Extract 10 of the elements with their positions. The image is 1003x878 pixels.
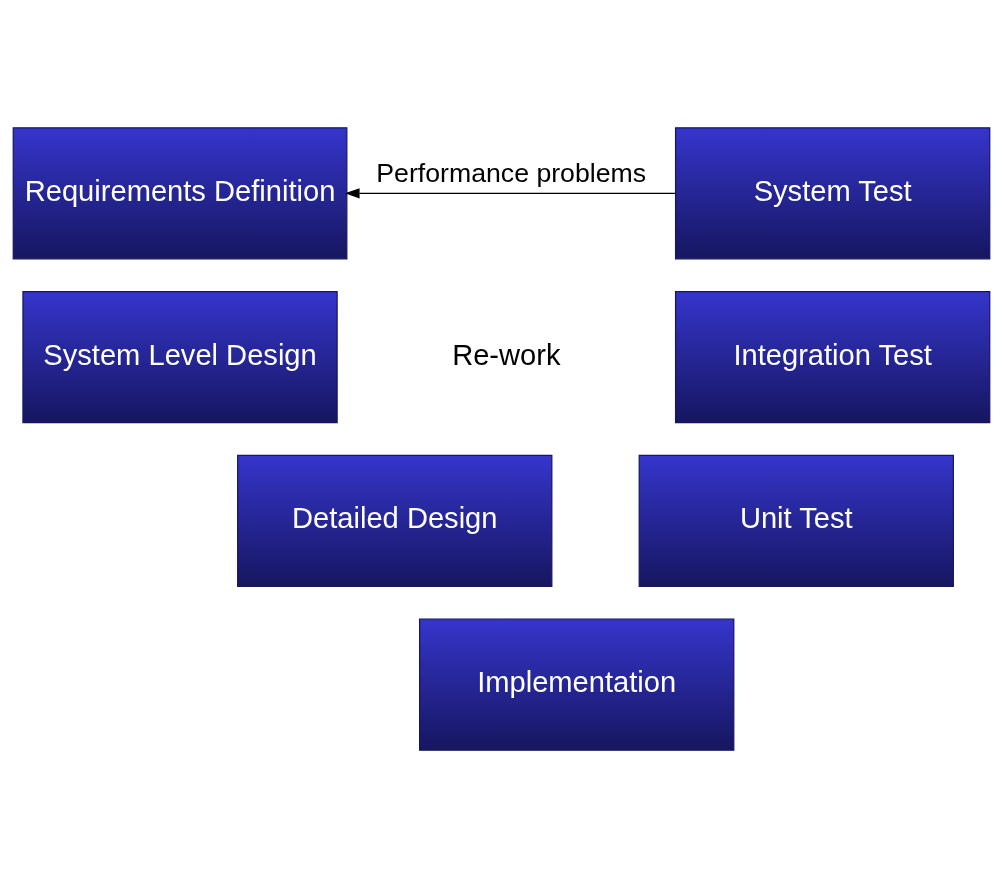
node-box: Unit Test [638,454,954,587]
node-box: Requirements Definition [12,127,348,260]
label: Re-work [452,338,561,371]
node-box: Implementation [419,618,735,751]
arrow [345,188,676,199]
node-box: Integration Test [674,291,991,424]
edge-label: Performance problems [376,157,647,188]
node-box: Detailed Design [237,454,553,587]
node-box: System Test [674,127,991,260]
node-box: System Level Design [22,291,338,424]
